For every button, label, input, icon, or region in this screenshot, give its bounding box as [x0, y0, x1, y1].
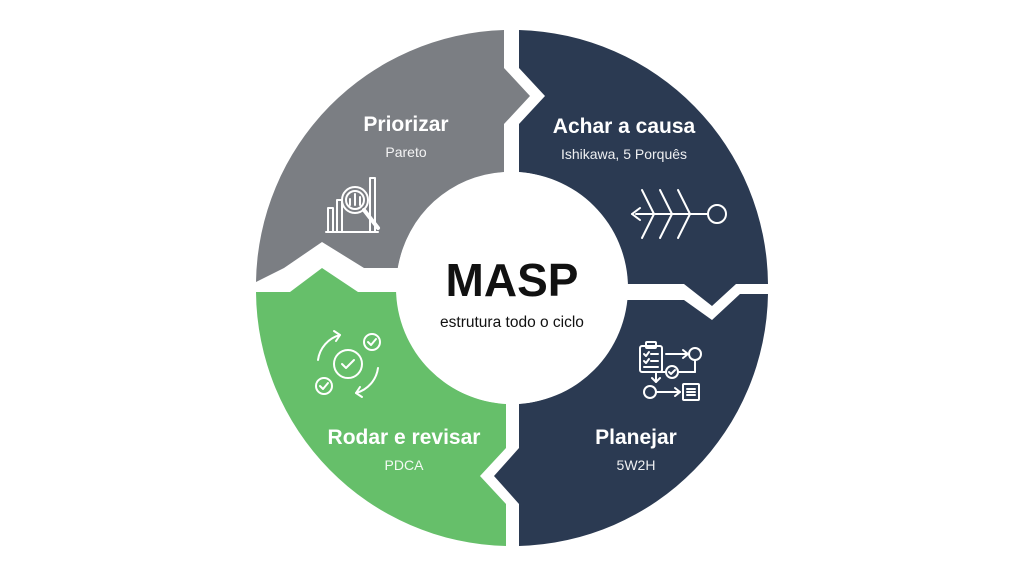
chart-magnifier-icon [325, 177, 380, 233]
segment-subtitle-priorizar: Pareto [385, 144, 426, 160]
center-title: MASP [446, 254, 579, 306]
segment-title-planejar: Planejar [595, 426, 677, 449]
segment-title-achar-a-causa: Achar a causa [553, 115, 696, 138]
segment-priorizar [256, 30, 530, 282]
segment-title-rodar-e-revisar: Rodar e revisar [328, 426, 481, 449]
segment-title-priorizar: Priorizar [363, 113, 448, 136]
plan-flow-icon [639, 341, 702, 401]
segment-subtitle-planejar: 5W2H [617, 457, 656, 473]
fishbone-icon [631, 189, 727, 239]
center-subtitle: estrutura todo o ciclo [440, 314, 584, 331]
segment-rodar-e-revisar [256, 268, 506, 546]
cycle-check-icon [315, 330, 381, 398]
segment-subtitle-achar-a-causa: Ishikawa, 5 Porquês [561, 146, 687, 162]
segment-achar-a-causa [519, 30, 768, 306]
segment-subtitle-rodar-e-revisar: PDCA [385, 457, 425, 473]
center-circle [396, 172, 628, 404]
